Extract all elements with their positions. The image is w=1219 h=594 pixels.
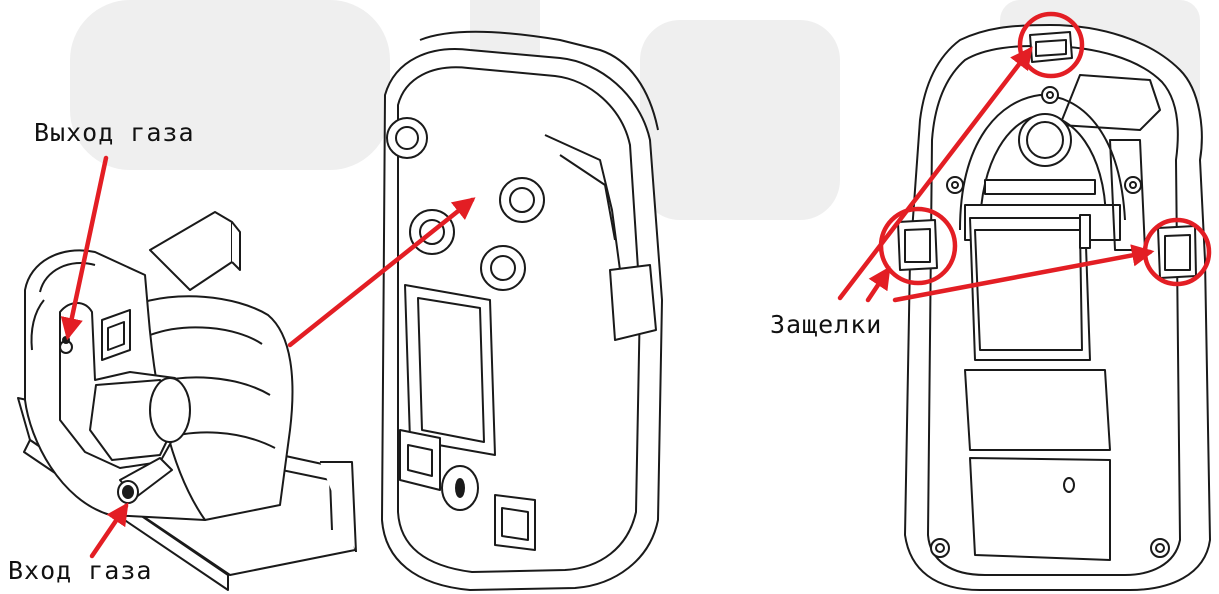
label-latches: Защелки bbox=[770, 310, 883, 339]
gas-detector-back bbox=[897, 24, 1211, 591]
gas-detector-front bbox=[381, 30, 663, 591]
latch-right-highlight bbox=[1142, 217, 1212, 287]
arrow-gas-outlet bbox=[60, 155, 109, 341]
arrow-latch-right bbox=[892, 244, 1155, 303]
latch-top-highlight bbox=[1017, 11, 1085, 79]
arrow-latch-top bbox=[837, 46, 1033, 301]
label-gas-inlet: Вход газа bbox=[8, 556, 153, 585]
latch-left-highlight bbox=[878, 206, 958, 286]
arrow-latch-left bbox=[865, 266, 891, 303]
arrow-adapter-to-detector bbox=[287, 197, 476, 348]
label-gas-outlet: Выход газа bbox=[34, 118, 195, 147]
arrow-gas-inlet bbox=[89, 502, 129, 559]
calibration-adapter bbox=[17, 211, 357, 591]
annotations bbox=[60, 11, 1212, 559]
